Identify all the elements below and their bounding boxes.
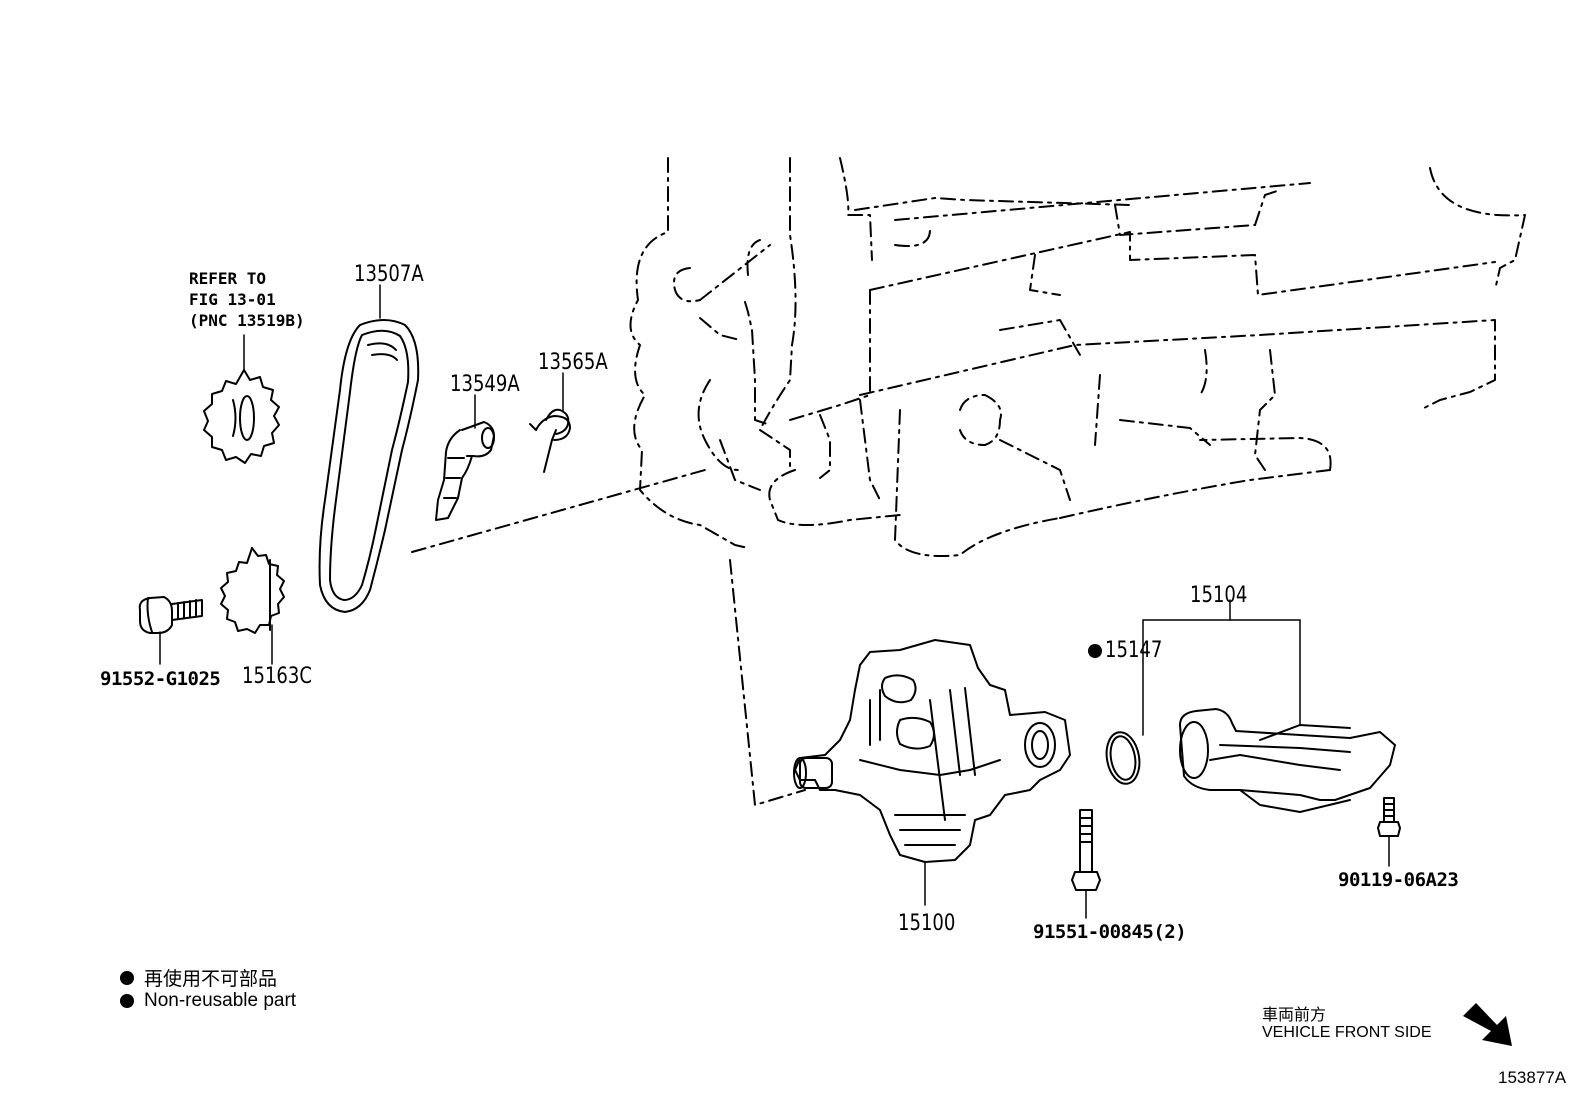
o-ring-drawing: [1105, 731, 1141, 785]
non-reusable-marker: [1088, 643, 1102, 658]
part-label-13549a[interactable]: 13549A: [450, 372, 520, 397]
refer-note-line2: FIG 13-01: [189, 290, 276, 309]
leader-lines: [159, 284, 1390, 919]
oil-pump-drawing: [793, 639, 1071, 863]
part-label-13507a[interactable]: 13507A: [354, 262, 424, 287]
part-label-15163c[interactable]: 15163C: [242, 664, 312, 689]
bolt-91551-drawing: [1071, 809, 1101, 891]
spring-drawing: [529, 408, 571, 473]
vehicle-front-arrow: [1463, 1003, 1512, 1046]
legend-dot-icon: [120, 970, 134, 985]
part-label-15147-group[interactable]: 15147: [1088, 638, 1175, 663]
legend-en: Non-reusable part: [120, 990, 296, 1012]
tensioner-slipper-drawing: [435, 421, 495, 521]
timing-chain-drawing: [318, 319, 420, 613]
bolt-90119-drawing: [1377, 797, 1401, 837]
legend-dot-icon: [120, 994, 134, 1008]
part-label-91552-g1025[interactable]: 91552-G1025: [100, 668, 221, 690]
vehicle-front-en: VEHICLE FRONT SIDE: [1262, 1024, 1432, 1041]
vehicle-front-jp: 車両前方: [1262, 1007, 1327, 1024]
part-label-91551-00845[interactable]: 91551-00845(2): [1033, 921, 1187, 943]
legend-en-text: Non-reusable part: [144, 990, 297, 1011]
legend-jp: 再使用不可部品: [120, 964, 277, 991]
chain-install-leader: [411, 469, 706, 553]
refer-note: REFER TO FIG 13-01 (PNC 13519B): [189, 268, 305, 331]
part-label-13565a[interactable]: 13565A: [538, 350, 608, 375]
part-label-15100[interactable]: 15100: [898, 911, 956, 936]
bolt-91552-drawing: [138, 596, 203, 634]
part-label-15104[interactable]: 15104: [1190, 583, 1248, 608]
figure-id: 153877A: [1498, 1068, 1567, 1087]
legend-jp-text: 再使用不可部品: [144, 969, 278, 990]
crank-sprocket-upper: [203, 369, 280, 464]
engine-block-outline: [629, 157, 1526, 557]
oil-strainer-drawing: [1179, 708, 1396, 813]
part-label-15147: 15147: [1105, 638, 1163, 663]
part-label-90119-06a23[interactable]: 90119-06A23: [1338, 869, 1459, 891]
sprocket-15163c-drawing: [220, 547, 285, 634]
refer-note-line1: REFER TO: [189, 269, 267, 288]
pump-install-leader: [729, 559, 806, 806]
refer-note-line3: (PNC 13519B): [189, 311, 305, 330]
